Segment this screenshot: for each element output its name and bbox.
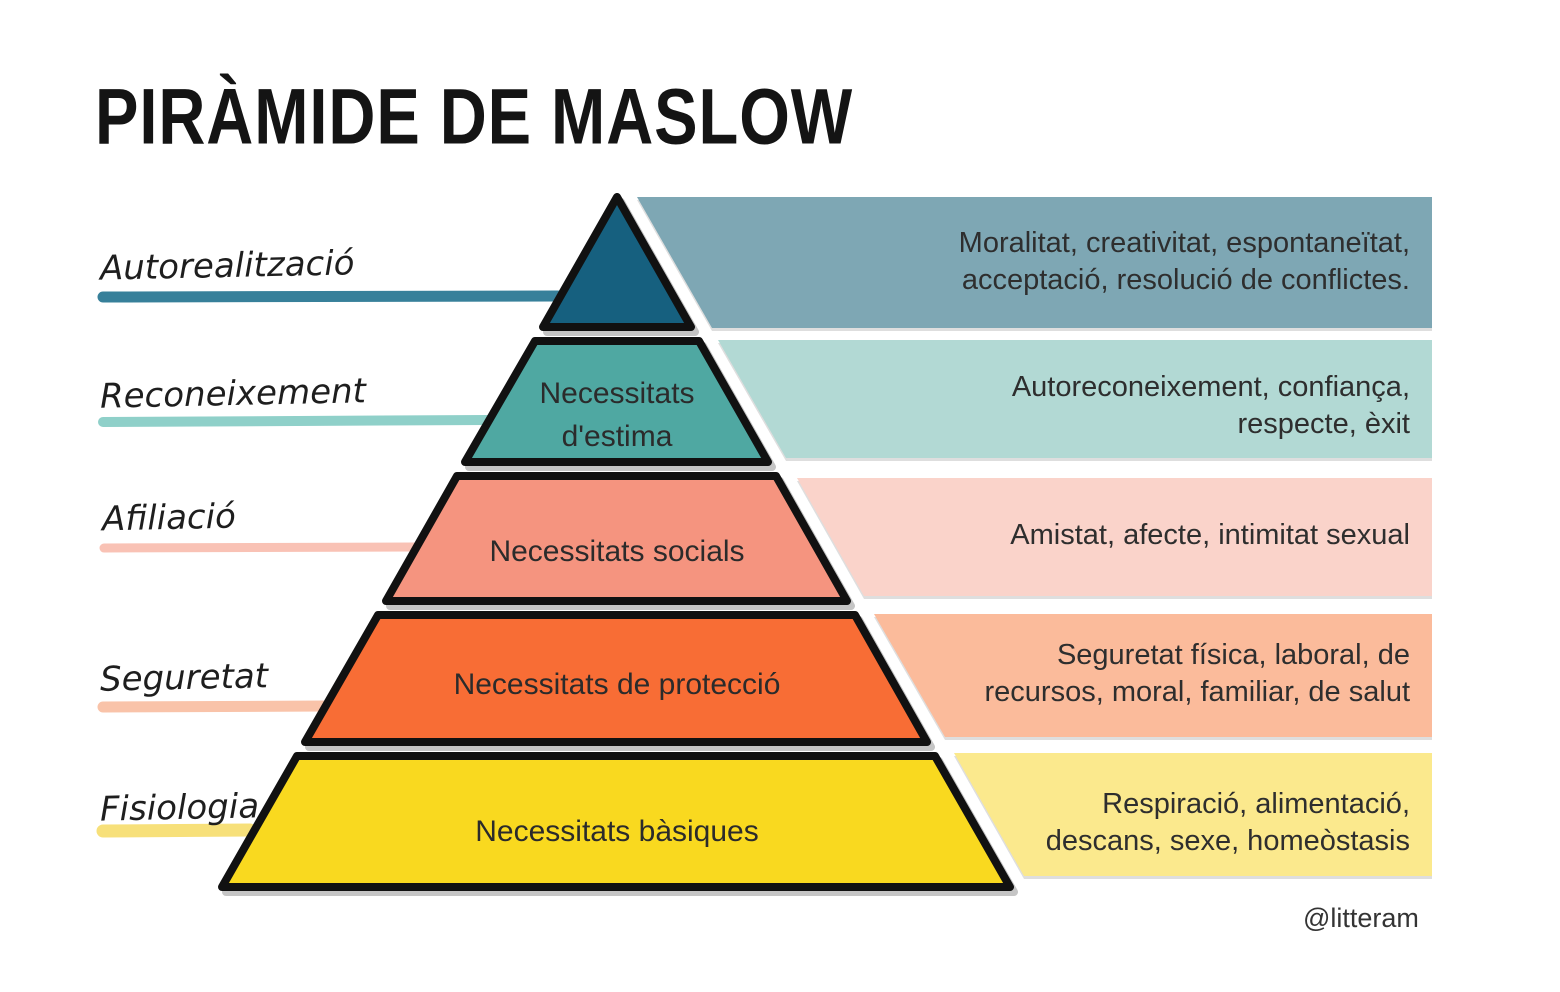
band-text-line: recursos, moral, familiar, de salut — [984, 676, 1410, 708]
band-text-line: Amistat, afecte, intimitat sexual — [1010, 519, 1410, 551]
band-text-line: Moralitat, creativitat, espontaneïtat, — [958, 227, 1410, 259]
side-label-fisiologia: Fisiologia — [99, 786, 260, 830]
underline-autorealitzacio — [97, 290, 564, 303]
page-title: PIRÀMIDE DE MASLOW — [95, 73, 854, 161]
band-reconeixement — [718, 340, 1432, 458]
pyramid-label-line: Necessitats socials — [489, 535, 745, 568]
pyramid-level-reconeixement — [461, 337, 772, 466]
band-seguretat — [874, 614, 1432, 737]
underline-reconeixement — [98, 415, 493, 427]
pyramid-level-autorealitzacio — [539, 193, 695, 331]
underline-group — [96, 290, 564, 838]
band-text-line: respecte, èxit — [1237, 408, 1410, 440]
pyramid-level-afiliacio — [382, 472, 851, 605]
band-text-autorealitzacio: Moralitat, creativitat, espontaneïtat, a… — [700, 225, 1410, 299]
band-text-line: descans, sexe, homeòstasis — [1045, 825, 1410, 857]
band-fisiologia — [954, 753, 1432, 876]
band-text-line: Respiració, alimentació, — [1102, 788, 1410, 820]
pyramid-label-proteccio: Necessitats de protecció — [357, 663, 877, 706]
side-label-seguretat: Seguretat — [99, 656, 269, 700]
side-label-afiliacio: Afiliació — [101, 496, 237, 540]
pyramid-label-socials: Necessitats socials — [357, 530, 877, 573]
underline-afiliacio — [99, 542, 419, 553]
pyramid-label-estima: Necessitats d'estima — [357, 372, 877, 458]
pyramid-label-line: Necessitats bàsiques — [475, 815, 759, 848]
band-afiliacio — [797, 478, 1432, 596]
credit-handle: @litteram — [1303, 903, 1419, 933]
pyramid-label-line: Necessitats de protecció — [453, 668, 781, 701]
pyramid-label-line: Necessitats — [539, 377, 695, 410]
pyramid-label-basiques: Necessitats bàsiques — [357, 810, 877, 853]
side-label-autorealitzacio: Autorealització — [99, 243, 355, 289]
pyramid-level-seguretat — [301, 611, 931, 746]
side-label-reconeixement: Reconeixement — [99, 371, 367, 417]
band-text-afiliacio: Amistat, afecte, intimitat sexual — [700, 517, 1410, 554]
pyramid-group — [218, 193, 1014, 891]
band-text-line: Autoreconeixement, confiança, — [1011, 371, 1410, 403]
band-text-line: Seguretat física, laboral, de — [1056, 639, 1410, 671]
pyramid-level-fisiologia — [218, 752, 1014, 891]
band-autorealitzacio — [637, 197, 1432, 328]
band-text-line: acceptació, resolució de conflictes. — [961, 264, 1410, 296]
pyramid-label-line: d'estima — [561, 420, 673, 453]
underline-fisiologia — [96, 823, 257, 838]
band-group — [637, 197, 1432, 876]
band-text-seguretat: Seguretat física, laboral, de recursos, … — [700, 637, 1410, 711]
band-text-fisiologia: Respiració, alimentació, descans, sexe, … — [700, 786, 1410, 860]
underline-seguretat — [97, 700, 334, 713]
band-text-reconeixement: Autoreconeixement, confiança, respecte, … — [700, 369, 1410, 443]
